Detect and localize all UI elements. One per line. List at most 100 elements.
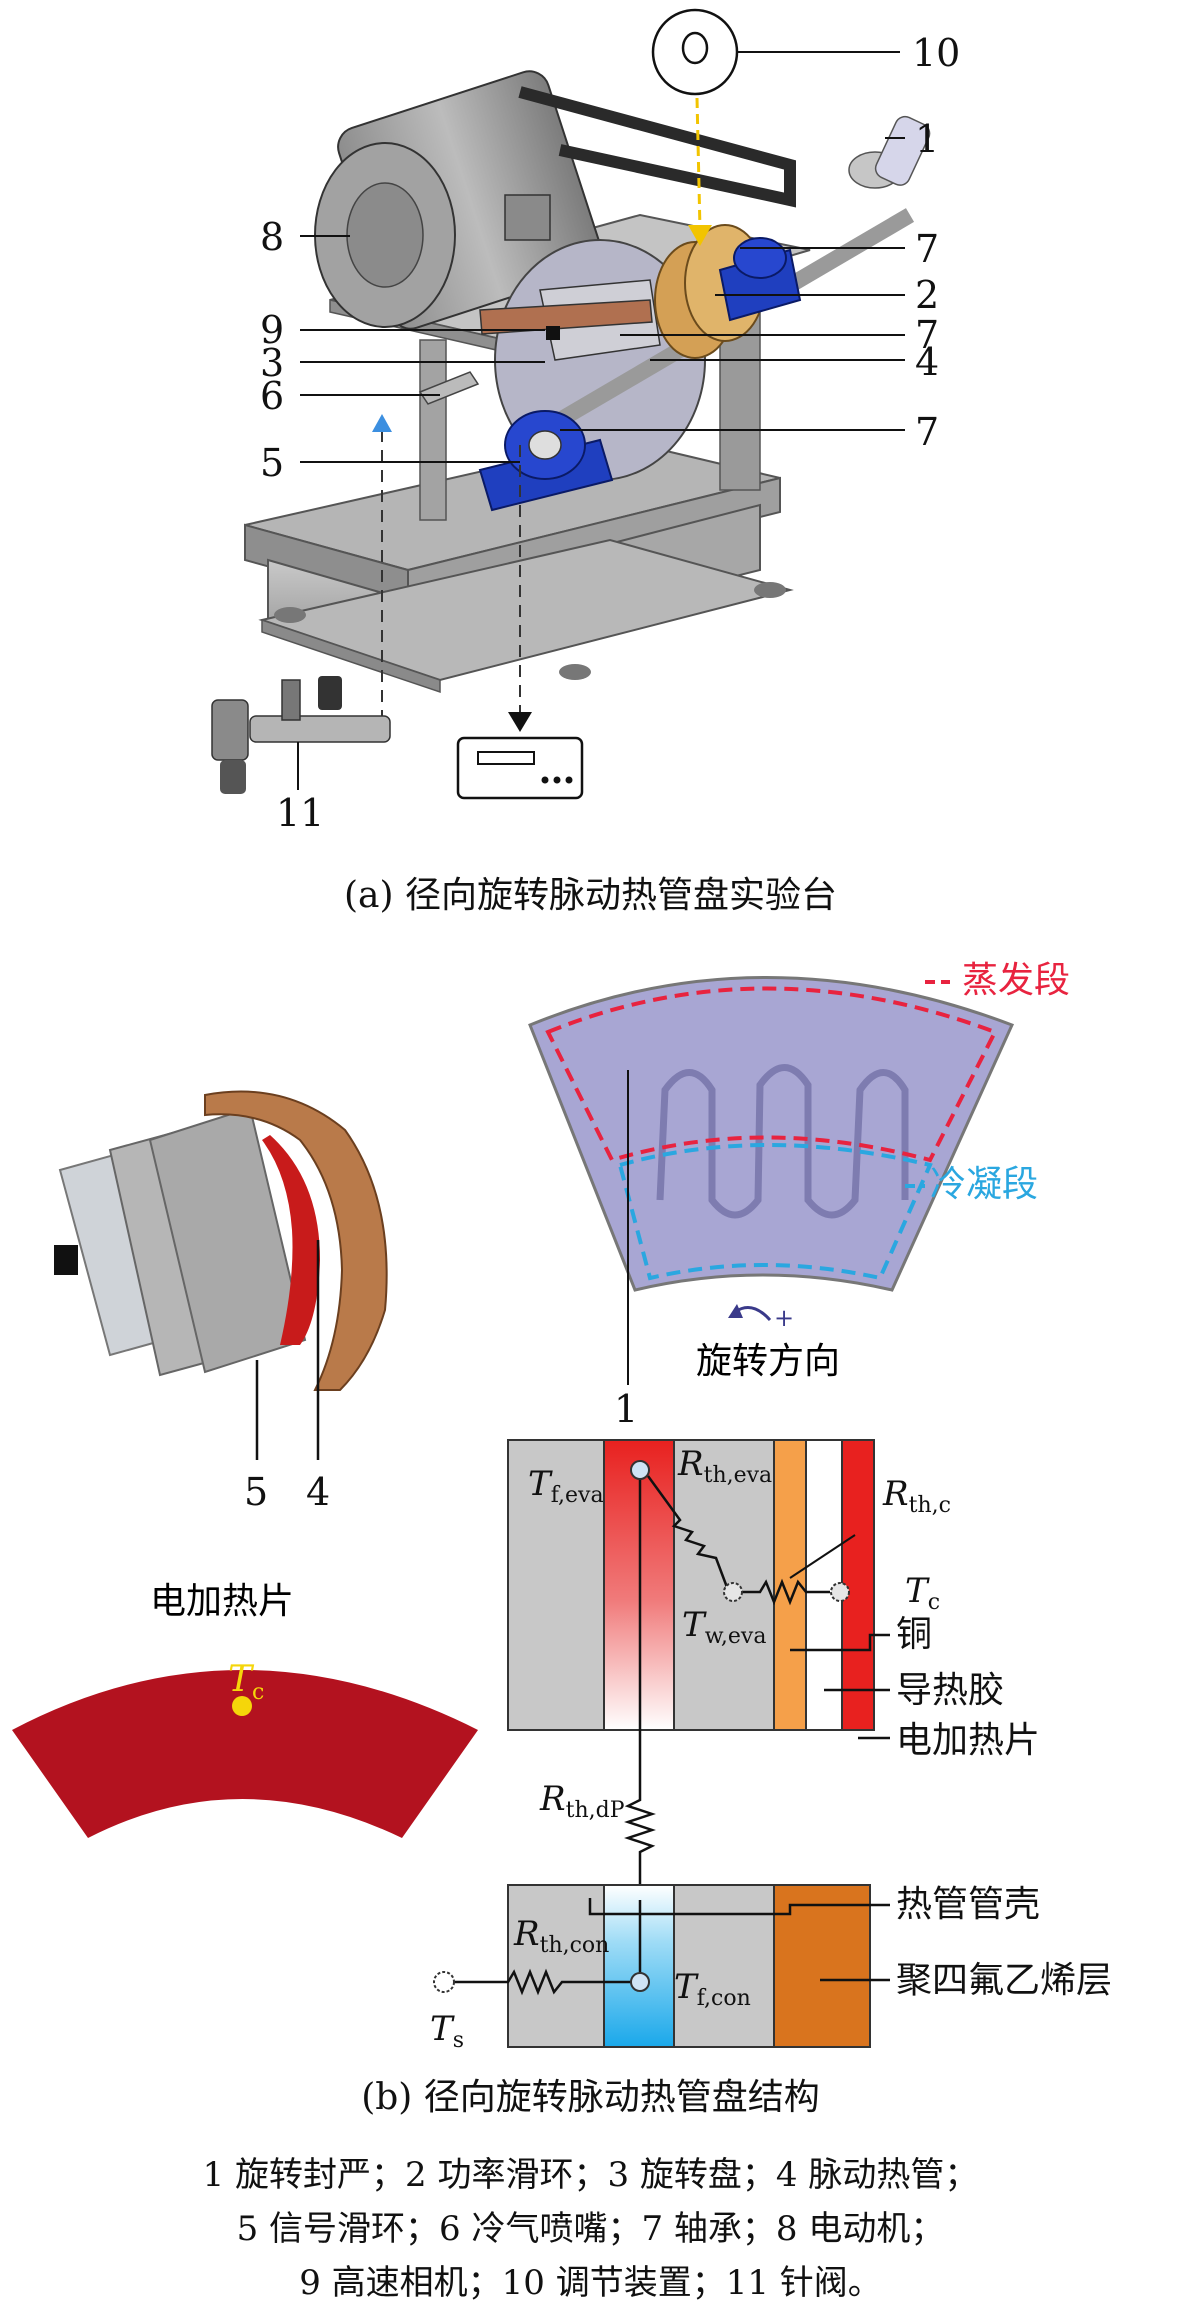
caption-b: (b) 径向旋转脉动热管盘结构 bbox=[361, 2077, 820, 2118]
callout-leaders bbox=[300, 51, 905, 463]
layer-heater bbox=[841, 1439, 875, 1731]
foot-bolt bbox=[559, 664, 591, 680]
heater-band bbox=[12, 1670, 478, 1838]
signal-arrow bbox=[508, 712, 532, 732]
bearing bbox=[478, 410, 614, 512]
heater-temp-label: Tc bbox=[228, 1659, 264, 1705]
layer-name-glue: 导热胶 bbox=[896, 1670, 1004, 1711]
node-t-s bbox=[433, 1971, 455, 1993]
heater-temp-point bbox=[232, 1696, 252, 1716]
node-t-f-eva bbox=[630, 1460, 650, 1480]
evaporator-label: 蒸发段 bbox=[962, 960, 1070, 1001]
support-leg bbox=[419, 339, 447, 521]
adjusting-device-knob bbox=[681, 31, 709, 65]
layer-shell bbox=[507, 1884, 605, 2048]
foot-edge bbox=[261, 618, 441, 694]
legend-line: 5 信号滑环；6 冷气喷嘴；7 轴承；8 电动机； bbox=[236, 2209, 945, 2249]
air-flow-arrow bbox=[372, 414, 392, 432]
exploded-label: 4 bbox=[306, 1470, 330, 1514]
resistor-dp bbox=[624, 1795, 656, 1900]
condenser-stack bbox=[433, 1884, 871, 2048]
camera-bar bbox=[479, 299, 653, 335]
callout-labels: 10 1 7 2 7 4 7 8 9 3 6 5 11 bbox=[260, 31, 960, 835]
condenser-boundary bbox=[617, 1143, 933, 1281]
layer-name-ptfe: 聚四氟乙烯层 bbox=[896, 1960, 1112, 2001]
foot-bolt bbox=[754, 582, 786, 598]
callout-label: 8 bbox=[260, 215, 284, 259]
motor-face-inner bbox=[346, 182, 424, 288]
exploded-copper-plate bbox=[204, 1090, 388, 1391]
exploded-label: 5 bbox=[244, 1470, 268, 1514]
callout-label: 5 bbox=[260, 441, 284, 485]
drive-belt bbox=[518, 86, 796, 208]
label-leader-rthc bbox=[789, 1534, 856, 1579]
adjusting-arrow bbox=[688, 225, 712, 246]
symbol-r-th-eva: Rth,eva bbox=[677, 1444, 772, 1488]
exploded-heater-red bbox=[262, 1135, 320, 1345]
test-rig-illustration: 10 1 7 2 7 4 7 8 9 3 6 5 11 bbox=[211, 8, 960, 835]
evaporator-stack bbox=[507, 1439, 875, 1795]
heater-title: 电加热片 bbox=[150, 1581, 294, 1622]
layer-shell bbox=[673, 1439, 775, 1731]
resistor-con bbox=[452, 1968, 632, 1996]
foot-bolt bbox=[274, 607, 306, 623]
heater-sheet: 电加热片 Tc bbox=[12, 1581, 478, 1838]
camera-lens bbox=[546, 326, 560, 340]
callout-label: 9 bbox=[260, 308, 284, 352]
symbol-t-f-con: Tf,con bbox=[674, 1967, 751, 2011]
data-logger bbox=[456, 736, 584, 800]
component-legend: 1 旋转封严；2 功率滑环；3 旋转盘；4 脉动热管； 5 信号滑环；6 冷气喷… bbox=[0, 2148, 1181, 2310]
callout-label: 7 bbox=[915, 313, 939, 357]
condenser-label: 冷凝段 bbox=[930, 1164, 1038, 1205]
symbol-t-f-eva: Tf,eva bbox=[528, 1464, 604, 1508]
exploded-view: 5 4 bbox=[54, 1090, 388, 1514]
symbol-t-w-eva: Tw,eva bbox=[682, 1605, 766, 1649]
symbol-r-th-dp: Rth,dP bbox=[539, 1779, 625, 1823]
legend-line: 9 高速相机；10 调节装置；11 针阀。 bbox=[299, 2263, 882, 2303]
layer-name-copper: 铜 bbox=[896, 1614, 932, 1655]
callout-label: 7 bbox=[915, 410, 939, 454]
node-t-w-eva bbox=[723, 1582, 743, 1602]
callout-label: 3 bbox=[260, 341, 284, 385]
symbol-t-c: Tc bbox=[905, 1571, 940, 1615]
node-t-c bbox=[830, 1582, 850, 1602]
symbol-r-th-c: Rth,c bbox=[882, 1474, 951, 1518]
node-t-f-con bbox=[630, 1972, 650, 1992]
legend-line: 1 旋转封严；2 功率滑环；3 旋转盘；4 脉动热管； bbox=[202, 2155, 979, 2195]
adjusting-dash bbox=[695, 97, 702, 231]
heat-pipe-disc: 蒸发段 冷凝段 + 旋转方向 1 bbox=[528, 960, 1070, 1431]
evaporator-boundary bbox=[545, 986, 998, 1163]
callout-label: 10 bbox=[912, 31, 960, 75]
exploded-heat-pipe-plate bbox=[148, 1106, 307, 1374]
layer-name-heater: 电加热片 bbox=[896, 1720, 1040, 1761]
pulsating-heat-pipe bbox=[656, 1064, 909, 1219]
layer-leaders bbox=[588, 1633, 890, 1982]
symbol-t-s: Ts bbox=[430, 2009, 464, 2053]
callout-label: 4 bbox=[915, 340, 939, 384]
callout-label: 7 bbox=[915, 227, 939, 271]
rotary-seal-body bbox=[874, 115, 931, 186]
caption-a: (a) 径向旋转脉动热管盘实验台 bbox=[344, 875, 837, 916]
callout-label: 11 bbox=[276, 791, 324, 835]
symbol-r-th-con: Rth,con bbox=[513, 1914, 609, 1958]
needle-valve-assembly bbox=[211, 676, 391, 794]
rotation-plus-icon: + bbox=[774, 1304, 794, 1332]
layer-names: 铜 导热胶 电加热片 热管管壳 聚四氟乙烯层 bbox=[896, 1614, 1112, 2001]
disc-sector bbox=[528, 976, 1015, 1292]
callout-label: 6 bbox=[260, 374, 284, 418]
disc-label: 1 bbox=[614, 1387, 638, 1431]
layer-ptfe bbox=[773, 1884, 871, 2048]
callout-label: 1 bbox=[915, 117, 939, 161]
layer-shell bbox=[507, 1439, 605, 1731]
resistor-c bbox=[742, 1578, 830, 1606]
layer-name-shell: 热管管壳 bbox=[896, 1884, 1040, 1925]
resistor-eva bbox=[646, 1475, 730, 1591]
rotation-arrowhead-icon bbox=[728, 1304, 743, 1318]
layer-shell bbox=[673, 1884, 775, 2048]
callout-label: 2 bbox=[915, 273, 939, 317]
motor-terminal-box bbox=[504, 194, 551, 241]
symbol-labels: Tf,eva Rth,eva Rth,c Tc Tw,eva Rth,dP Rt… bbox=[430, 1444, 951, 2053]
rotation-label: 旋转方向 bbox=[696, 1341, 840, 1382]
exploded-connector bbox=[54, 1245, 78, 1275]
